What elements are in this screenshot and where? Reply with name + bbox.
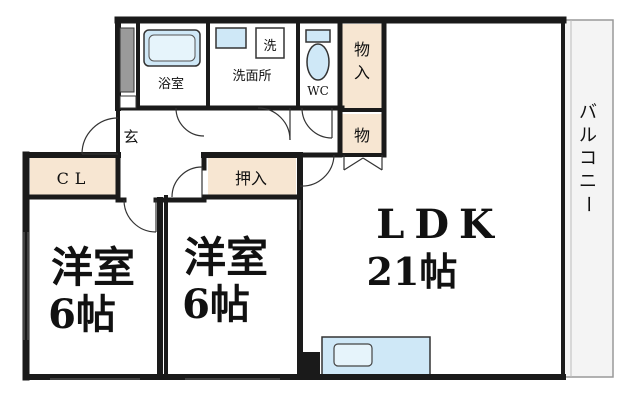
washbasin-fixture <box>215 27 247 49</box>
closet-label: CL <box>57 169 92 188</box>
entrance-step <box>119 95 137 109</box>
closet-fill <box>30 157 118 195</box>
storage-mid-label: 物 <box>354 126 370 145</box>
windows <box>23 200 301 380</box>
toilet-bowl <box>306 43 330 81</box>
storage-top-fill <box>342 24 382 108</box>
western2-name-label: 洋室 <box>184 233 268 282</box>
balcony-char: バ <box>579 102 597 123</box>
bathtub-inner <box>148 34 196 62</box>
entrance-label: 玄 <box>123 128 138 146</box>
walls <box>22 16 567 381</box>
door-swings <box>81 107 383 233</box>
storage-top-label-2: 入 <box>354 63 370 82</box>
pipe-shaft <box>119 27 135 93</box>
balcony-char: コ <box>579 148 597 169</box>
washer-box <box>255 27 285 59</box>
balcony-char: ー <box>577 195 598 213</box>
bath-label: 浴室 <box>158 76 184 92</box>
western1-name-label: 洋室 <box>51 243 135 292</box>
oshiire-label: 押入 <box>235 169 267 188</box>
balcony-char: ル <box>579 125 597 146</box>
toilet-tank <box>305 29 331 43</box>
wc-label: WC <box>307 84 329 98</box>
ldk-name-label: LDK <box>376 201 504 248</box>
balcony-char: ニ <box>579 171 597 192</box>
storage-mid-fill <box>342 114 382 154</box>
storage-top-label-1: 物 <box>354 40 370 59</box>
oshiire-fill <box>208 157 296 195</box>
western2-size-label: 6帖 <box>182 281 250 328</box>
kitchen-sink <box>333 343 373 367</box>
ldk-size-label: 21帖 <box>367 249 458 294</box>
western1-size-label: 6帖 <box>48 291 116 338</box>
washer-label: 洗 <box>263 39 276 54</box>
washroom-label: 洗面所 <box>232 69 271 84</box>
